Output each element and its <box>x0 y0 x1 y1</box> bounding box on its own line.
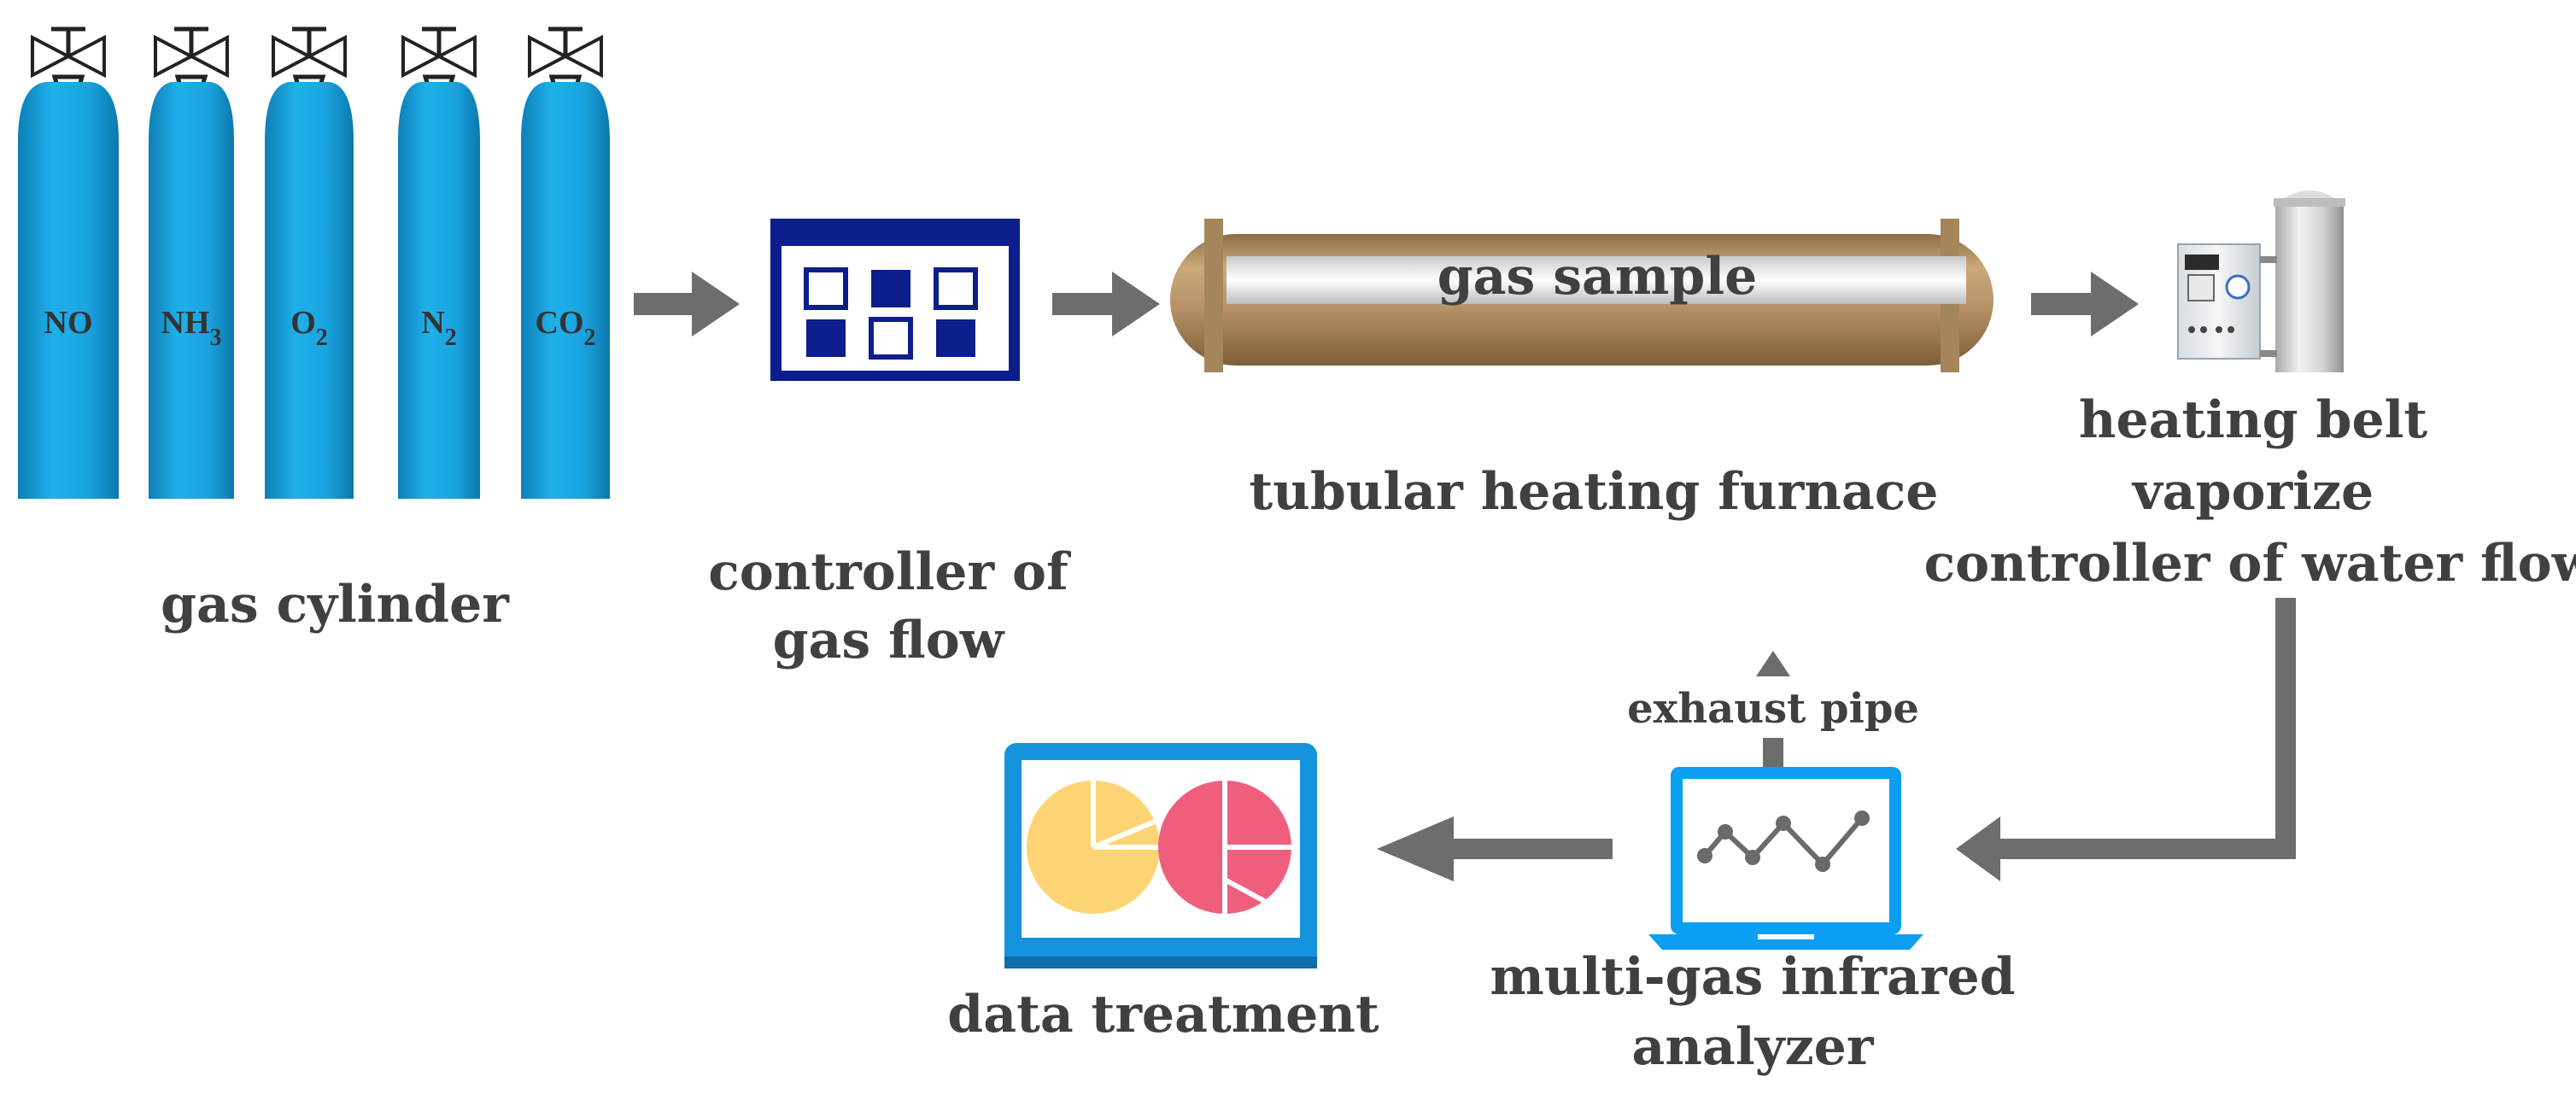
cylinder-gas-label: NH3 <box>161 305 222 351</box>
exhaust-pipe-label: exhaust pipe <box>1627 685 1919 733</box>
cylinder-gas-label: CO2 <box>536 305 596 351</box>
tubular-furnace-icon <box>1170 219 1993 372</box>
vaporizer-icon <box>2177 190 2345 372</box>
gas-cylinder-group: NO NH3 O2 N2 CO2 <box>18 26 610 499</box>
data-treatment-laptop-icon <box>1004 743 1317 968</box>
multi-gas-analyzer-icon <box>1648 767 1923 950</box>
sample-tube <box>1227 256 1966 304</box>
gas-cylinder: NH3 <box>149 26 234 499</box>
gas-cylinder-label: gas cylinder <box>161 575 510 635</box>
controller-gas-flow-label-line1: controller of <box>708 542 1072 602</box>
furnace-label: tubular heating furnace <box>1250 462 1939 522</box>
arrow-furnace-to-vaporizer <box>2031 272 2139 336</box>
gas-sample-label: gas sample <box>1437 247 1758 307</box>
cylinder-gas-label: O2 <box>290 305 328 351</box>
vaporize-label: vaporize <box>2131 462 2374 522</box>
gas-cylinder: NO <box>18 26 119 499</box>
data-treatment-label: data treatment <box>947 985 1379 1044</box>
cylinder-gas-label: NO <box>44 305 93 341</box>
arrow-cylinder-to-controller <box>634 272 740 336</box>
gas-cylinder: N2 <box>398 26 480 499</box>
cylinder-gas-label: N2 <box>421 305 456 351</box>
arrow-controller-to-furnace <box>1052 272 1160 336</box>
analyzer-label-line2: analyzer <box>1632 1017 1875 1077</box>
arrow-analyzer-to-data <box>1377 816 1613 881</box>
controller-water-flow-label: controller of water flow <box>1924 534 2576 594</box>
arrow-vaporizer-to-analyzer <box>1956 598 2296 881</box>
heating-belt-label: heating belt <box>2079 390 2428 450</box>
gas-cylinder: CO2 <box>521 26 610 499</box>
controller-gas-flow-label-line2: gas flow <box>773 611 1005 670</box>
gas-cylinder: O2 <box>265 26 354 499</box>
gas-flow-controller-icon <box>770 219 1020 381</box>
arrow-exhaust-up <box>1756 651 1790 767</box>
analyzer-label-line1: multi-gas infrared <box>1490 947 2015 1007</box>
